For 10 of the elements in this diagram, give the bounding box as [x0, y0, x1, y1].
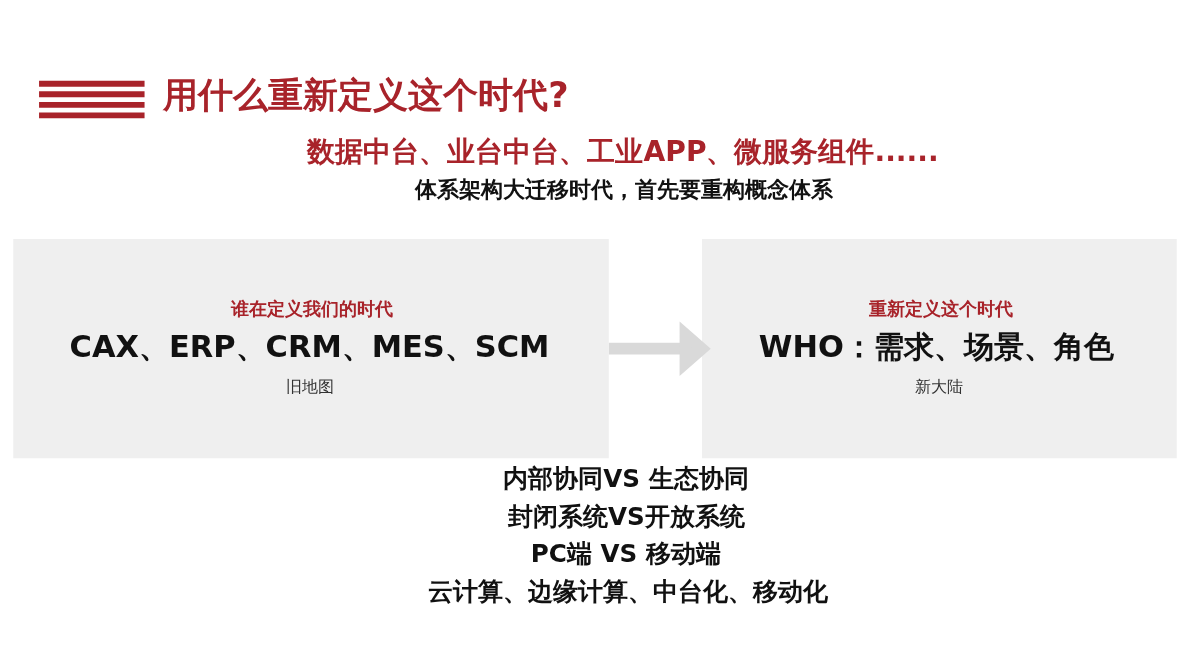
arrow [608, 321, 711, 376]
label: 封闭系统VS开放系统 [507, 501, 745, 531]
label: 数据中台、业台中台、工业APP、微服务组件...... [307, 134, 939, 168]
label: 体系架构大迁移时代，首先要重构概念体系 [414, 176, 833, 203]
label: PC端 VS 移动端 [530, 539, 721, 569]
diagram-title: 用什么重新定义这个时代? [163, 74, 569, 116]
node-box: 重新定义这个时代 WHO：需求、场景、角色 新大陆 [701, 239, 1177, 459]
label: 云计算、边缘计算、中台化、移动化 [427, 576, 828, 606]
node-box: 谁在定义我们的时代 CAX、ERP、CRM、MES、SCM 旧地图 [13, 239, 609, 459]
label: 内部协同VS 生态协同 [503, 464, 749, 494]
